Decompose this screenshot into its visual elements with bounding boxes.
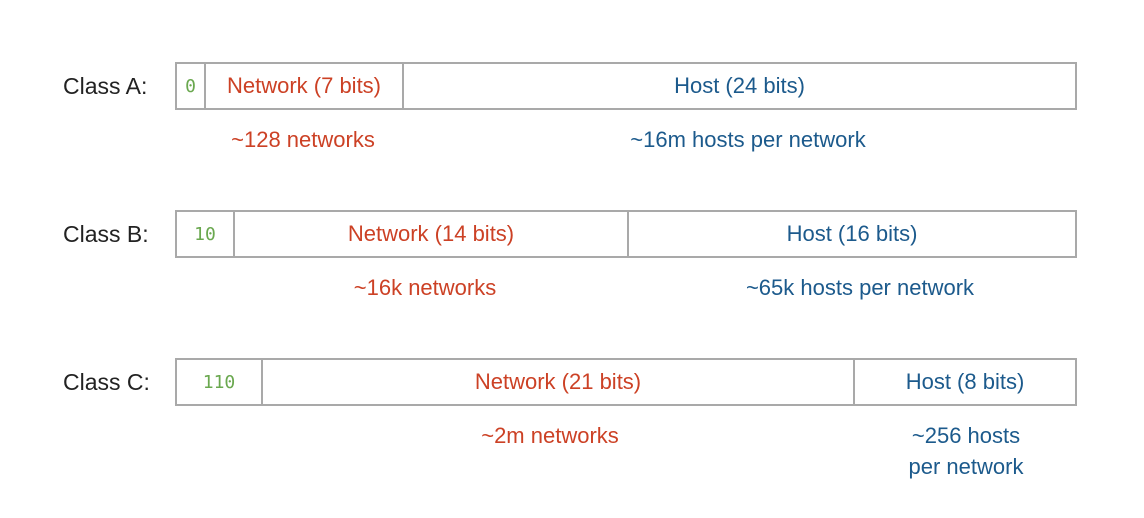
class-a-host-count: ~16m hosts per network [538,124,958,155]
class-a-prefix-bits: 0 [185,75,196,97]
class-c-host-count-line-2: per network [908,454,1024,479]
class-c-row: Class C: 110 Network (21 bits) Host (8 b… [0,358,1144,508]
class-b-host-field: Host (16 bits) [627,212,1075,256]
class-b-network-count: ~16k networks [353,275,497,300]
class-c-host-count: ~256 hosts per network [876,420,1056,482]
class-a-label: Class A: [63,73,148,99]
class-b-label: Class B: [63,221,149,247]
class-c-network-field: Network (21 bits) [261,360,853,404]
class-a-network-field: Network (7 bits) [204,64,402,108]
class-c-prefix-bits: 110 [202,371,236,393]
class-b-host-count: ~65k hosts per network [680,272,1040,303]
class-a-host-count-line-1: ~16m hosts per network [630,127,866,152]
class-c-host-field: Host (8 bits) [853,360,1075,404]
class-a-row: Class A: 0 Network (7 bits) Host (24 bit… [0,62,1144,212]
class-a-host-field: Host (24 bits) [402,64,1075,108]
class-b-row: Class B: 10 Network (14 bits) Host (16 b… [0,210,1144,360]
class-c-host-count-line-1: ~256 hosts [911,423,1021,448]
class-b-prefix-bits: 10 [194,223,216,245]
class-a-network-count: ~128 networks [231,127,375,152]
class-a-address-bar: 0 Network (7 bits) Host (24 bits) [175,62,1077,110]
class-c-label: Class C: [63,369,150,395]
class-c-network-count: ~2m networks [481,423,619,448]
class-b-address-bar: 10 Network (14 bits) Host (16 bits) [175,210,1077,258]
class-c-address-bar: 110 Network (21 bits) Host (8 bits) [175,358,1077,406]
class-b-host-count-line-1: ~65k hosts per network [745,275,975,300]
class-b-network-field: Network (14 bits) [233,212,627,256]
